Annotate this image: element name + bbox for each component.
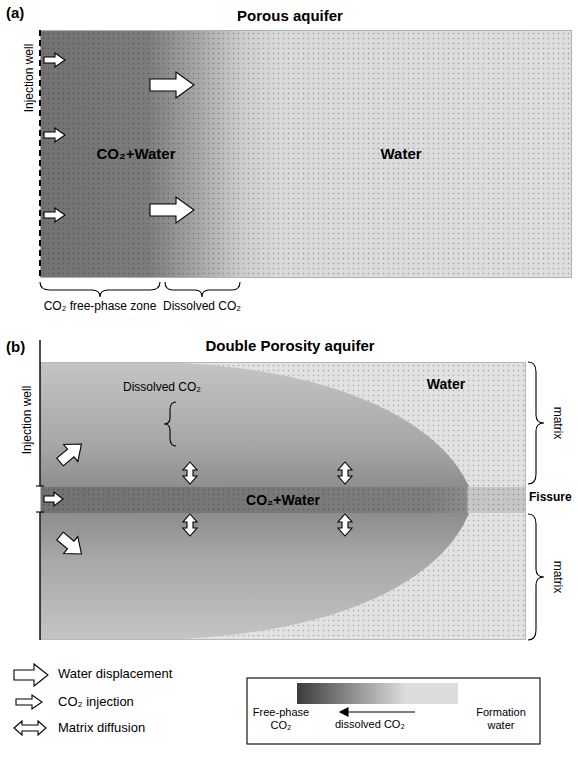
well-screen <box>36 485 44 486</box>
displacement-arrow <box>150 197 194 223</box>
legend-arrowhead <box>340 708 348 716</box>
injection-arrow <box>44 492 63 506</box>
water-zone: Water <box>371 367 521 401</box>
zone-caption: CO₂ free-phase zone <box>40 300 160 314</box>
legend-symbol <box>16 695 42 709</box>
legend-swatch <box>351 683 405 704</box>
matrix-label: matrix <box>550 561 564 594</box>
panel-title: Double Porosity aquifer <box>1 337 578 354</box>
zone-brace <box>40 282 160 297</box>
injection-well <box>39 340 40 486</box>
zone-caption: Dissolved CO₂ <box>162 300 242 314</box>
displacement-arrow <box>53 436 89 471</box>
zone-label: Water <box>427 376 465 392</box>
fissure-band: CO₂+Water <box>41 487 525 513</box>
injection-well <box>39 512 40 640</box>
legend-label: dissolved CO₂ <box>335 718 405 731</box>
legend-label: Formation water <box>466 706 536 731</box>
diffusion-arrow <box>183 514 197 536</box>
legend-label: Water displacement <box>58 667 172 682</box>
panel-title: Porous aquifer <box>1 7 578 24</box>
injection-well <box>39 30 41 278</box>
panel-letter: (b) <box>6 338 25 355</box>
legend-swatch <box>297 683 351 704</box>
zone-label: CO₂+Water <box>96 145 175 162</box>
matrix-label: matrix <box>550 407 564 440</box>
aquifer-panel: Porous aquiferCO₂+WaterWater <box>40 30 572 278</box>
well-label: Injection well <box>21 386 35 455</box>
legend-symbol <box>14 721 46 735</box>
legend-label: CO₂ injection <box>58 695 134 710</box>
legend-arrow <box>346 711 415 712</box>
well-label: Injection well <box>23 44 37 113</box>
diffusion-arrow <box>338 514 352 536</box>
zone-label: Dissolved CO₂ <box>123 381 201 395</box>
diffusion-arrow <box>183 462 197 484</box>
plume-brace <box>164 402 176 446</box>
legend-swatch <box>405 683 458 704</box>
aquifer-panel: Double Porosity aquiferWaterDissolved CO… <box>40 362 526 640</box>
matrix-brace <box>528 514 544 640</box>
matrix-brace <box>528 362 544 484</box>
injection-arrow <box>44 208 65 222</box>
free-phase-zone: CO₂+Water <box>41 31 231 277</box>
fissure-label: Fissure <box>529 491 572 505</box>
zone-label: CO₂+Water <box>246 492 320 508</box>
zone-brace <box>165 282 240 297</box>
displacement-arrow <box>53 528 89 563</box>
legend-symbol <box>14 664 48 686</box>
injection-arrow <box>44 53 65 67</box>
injection-arrow <box>44 128 65 142</box>
panel-letter: (a) <box>6 4 24 21</box>
legend-label: Matrix diffusion <box>58 721 145 736</box>
legend-label: Free-phase CO₂ <box>251 706 311 731</box>
zone-label: Water <box>380 145 421 162</box>
legend-box <box>247 678 540 744</box>
displacement-arrow <box>150 72 194 98</box>
diffusion-arrow <box>338 462 352 484</box>
well-screen <box>36 511 44 512</box>
water-zone: Water <box>231 31 571 277</box>
